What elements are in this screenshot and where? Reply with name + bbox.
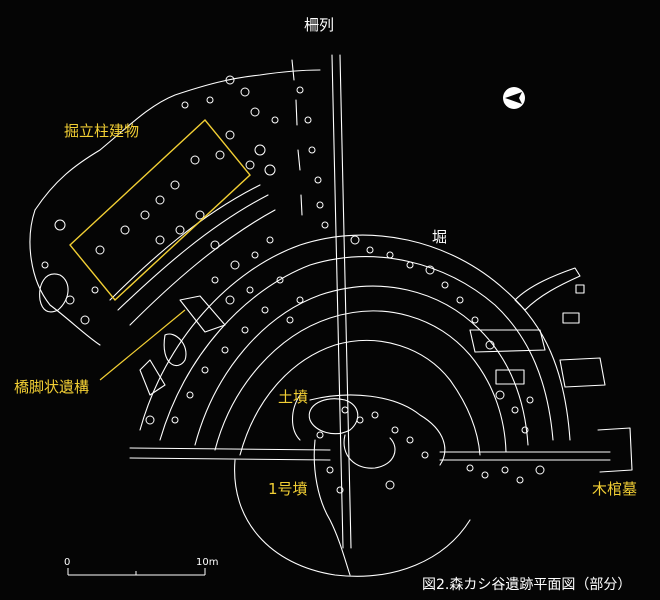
burial-mound-outline: [234, 394, 471, 577]
scale-bar: [67, 568, 206, 576]
soil-pit-feature: [308, 398, 396, 469]
coffin-grave-features: [469, 267, 606, 388]
label-wooden-coffin-grave: 木棺墓: [592, 480, 638, 498]
moat-arcs: [139, 234, 571, 456]
label-burial-mound-1: 1号墳: [268, 480, 308, 498]
pillar-alignment-lines: [109, 184, 276, 326]
label-pillar-building: 掘立柱建物: [64, 122, 140, 140]
north-arrow-icon: [503, 87, 525, 109]
label-palisade: 柵列: [304, 16, 335, 34]
figure-caption: 図2.森カシ谷遺跡平面図（部分）: [422, 577, 632, 593]
scale-start-label: 0: [64, 557, 71, 568]
postholes: [41, 75, 545, 494]
terrain-edge: [29, 69, 321, 346]
pier-leader-line: [99, 309, 186, 381]
palisade-lines: [291, 54, 352, 549]
label-soil-pit: 土墳: [278, 388, 309, 406]
label-bridge-pier: 橋脚状遺構: [14, 378, 90, 396]
pillar-building-outline: [69, 118, 251, 302]
walkway-lines: [129, 427, 633, 473]
label-moat: 堀: [432, 228, 448, 246]
bridge-pier-feature: [139, 295, 226, 396]
scale-end-label: 10m: [196, 557, 219, 568]
